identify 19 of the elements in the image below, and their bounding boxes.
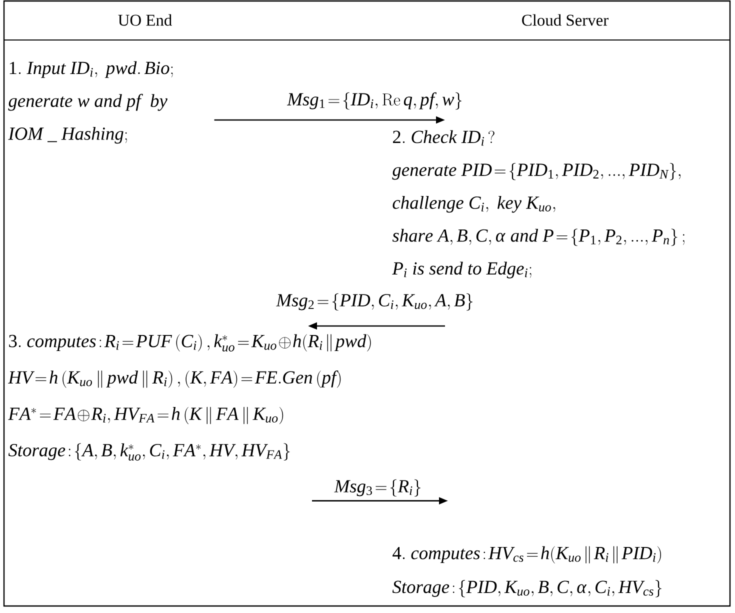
edge-label: $Msg_1=\{ID_i,\mathrm{Re}\,q,pf,w\}$ — [286, 91, 464, 111]
column-header: UO End — [118, 14, 172, 26]
formula-line: $2.\ Check\ ID_i\,?$ — [393, 130, 494, 146]
formula-line: $IOM\ \_\ Hashing;$ — [8, 126, 127, 144]
formula-line: $share\ A,B,C,\alpha\ and\ P=\left\{P_1,P_2,...,P_n\right\};$ — [392, 228, 684, 246]
column-header: Cloud Server — [522, 14, 608, 26]
formula-line: $generate\ PID=\{PID_1,PID_2,...,PID_N\},$ — [392, 162, 681, 180]
formula-line: $1.\ Input\ ID_i,\ pwd.\,Bio;$ — [10, 61, 173, 78]
formula-line: $Storage:\left\{PID,K_{uo},B,C,\alpha,C_i,HV_{cs}\right\}$ — [392, 580, 662, 598]
formula-line: $challenge\ C_i,\ key\ K_{uo},$ — [392, 196, 556, 213]
formula-line: $FA^{*}=FA\oplus R_i,HV_{FA}=h\left(K\,\|\,FA\,\|\,K_{uo}\right)$ — [8, 406, 284, 424]
formula-line: $generate\ w\ and\ pf\ \ by$ — [8, 94, 168, 111]
formula-line: $HV=h\left(K_{uo}\,\|\,pwd\,\|\,R_i\right),\left(K,FA\right)=FE.Gen\left(pf\right)$ — [8, 370, 341, 388]
formula-line: $4.\ computes:HV_{cs}=h(K_{uo}\parallel R_i\parallel PID_i)$ — [392, 546, 661, 564]
formula-line: $P_i\ is\ send\ to\ Edge_i;$ — [392, 262, 532, 278]
formula-line: $3.\ computes:R_i=PUF\left(C_i\right),k_{uo}^{*}=K_{uo}\oplus h(R_i\parallel pwd)$ — [9, 334, 371, 352]
edge-label: $Msg_2=\{PID,C_i,K_{uo},A,B\}$ — [275, 292, 475, 312]
edge-label: $Msg_3=\left\{R_i\right\}$ — [333, 478, 423, 498]
formula-line: $Storage:\{A,B,k_{uo}^{*},C_i,FA^{*},HV,HV_{FA}\}$ — [8, 443, 290, 461]
